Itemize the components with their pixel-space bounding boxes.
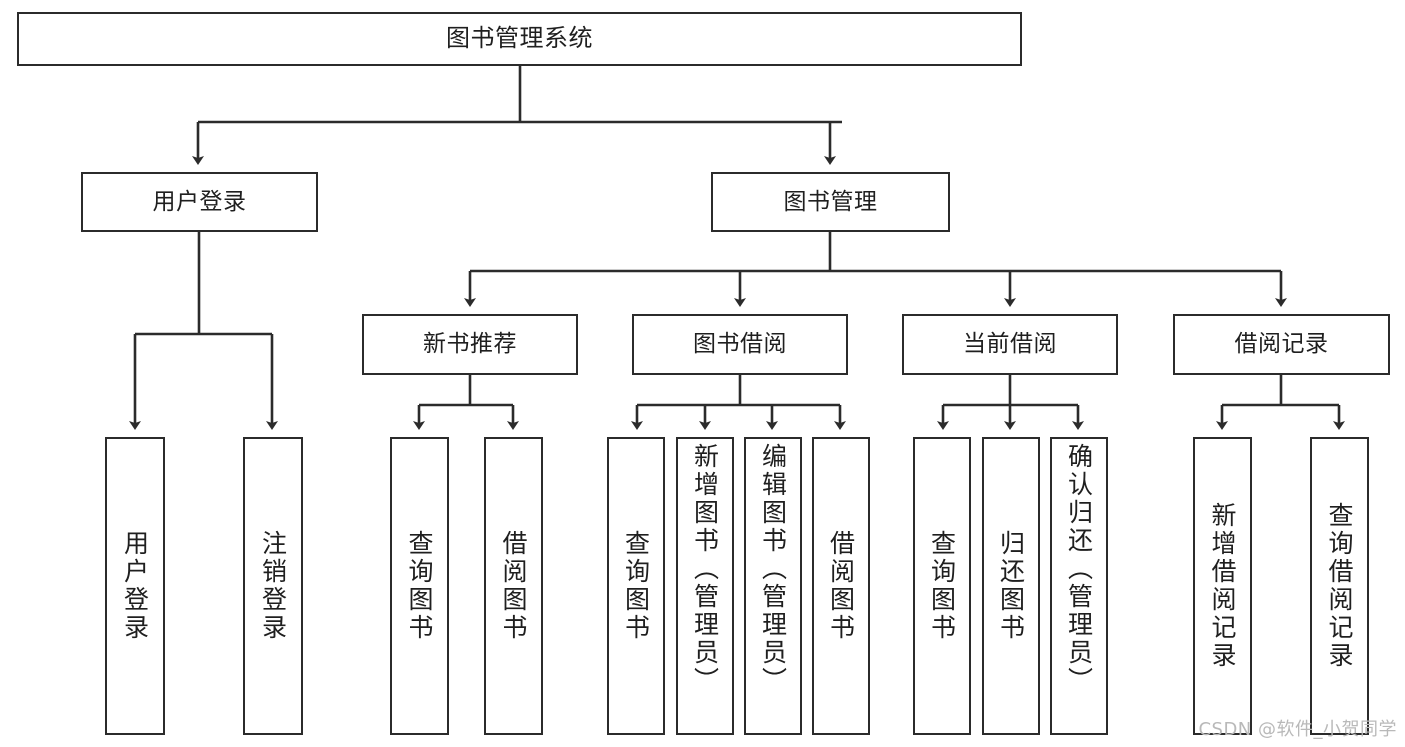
- node-current-borrow[interactable]: 当前借阅: [902, 314, 1118, 375]
- leaf-borrow-book-2[interactable]: 借阅图书: [812, 437, 870, 735]
- leaf-logout-login[interactable]: 注销登录: [243, 437, 303, 735]
- node-new-book-recommend[interactable]: 新书推荐: [362, 314, 578, 375]
- leaf-query-book-3-label: 查询图书: [927, 530, 957, 642]
- leaf-borrow-book-2-label: 借阅图书: [826, 530, 856, 642]
- leaf-user-login-label: 用户登录: [120, 530, 150, 642]
- node-root-system-label: 图书管理系统: [446, 24, 593, 53]
- leaf-confirm-return[interactable]: 确认归还（管理员）: [1050, 437, 1108, 735]
- leaf-confirm-return-label: 确认归还（管理员）: [1064, 443, 1094, 695]
- leaf-query-book-2-label: 查询图书: [621, 530, 651, 642]
- leaf-add-book[interactable]: 新增图书（管理员）: [676, 437, 734, 735]
- leaf-return-book[interactable]: 归还图书: [982, 437, 1040, 735]
- leaf-add-book-label: 新增图书（管理员）: [690, 443, 720, 695]
- leaf-query-book-1-label: 查询图书: [405, 530, 434, 642]
- csdn-watermark: CSDN @软件_小贺同学: [1198, 719, 1397, 740]
- leaf-add-record[interactable]: 新增借阅记录: [1193, 437, 1252, 735]
- leaf-logout-login-label: 注销登录: [258, 530, 288, 642]
- node-book-manage-label: 图书管理: [783, 188, 878, 215]
- leaf-return-book-label: 归还图书: [996, 530, 1026, 642]
- leaf-query-book-3[interactable]: 查询图书: [913, 437, 971, 735]
- node-borrow-record[interactable]: 借阅记录: [1173, 314, 1390, 375]
- node-root-system[interactable]: 图书管理系统: [17, 12, 1022, 66]
- leaf-user-login[interactable]: 用户登录: [105, 437, 165, 735]
- node-user-login-label: 用户登录: [152, 188, 247, 215]
- node-book-borrow-label: 图书借阅: [693, 331, 787, 358]
- leaf-query-book-1[interactable]: 查询图书: [390, 437, 449, 735]
- node-new-book-recommend-label: 新书推荐: [423, 331, 517, 358]
- leaf-query-record[interactable]: 查询借阅记录: [1310, 437, 1369, 735]
- leaf-edit-book-label: 编辑图书（管理员）: [758, 443, 788, 695]
- node-book-borrow[interactable]: 图书借阅: [632, 314, 848, 375]
- leaf-borrow-book-1-label: 借阅图书: [499, 530, 528, 642]
- leaf-add-record-label: 新增借阅记录: [1208, 502, 1237, 670]
- leaf-borrow-book-1[interactable]: 借阅图书: [484, 437, 543, 735]
- node-book-manage[interactable]: 图书管理: [711, 172, 950, 232]
- node-borrow-record-label: 借阅记录: [1234, 331, 1329, 358]
- node-current-borrow-label: 当前借阅: [963, 331, 1057, 358]
- leaf-query-record-label: 查询借阅记录: [1325, 502, 1354, 670]
- node-user-login[interactable]: 用户登录: [81, 172, 318, 232]
- leaf-edit-book[interactable]: 编辑图书（管理员）: [744, 437, 802, 735]
- leaf-query-book-2[interactable]: 查询图书: [607, 437, 665, 735]
